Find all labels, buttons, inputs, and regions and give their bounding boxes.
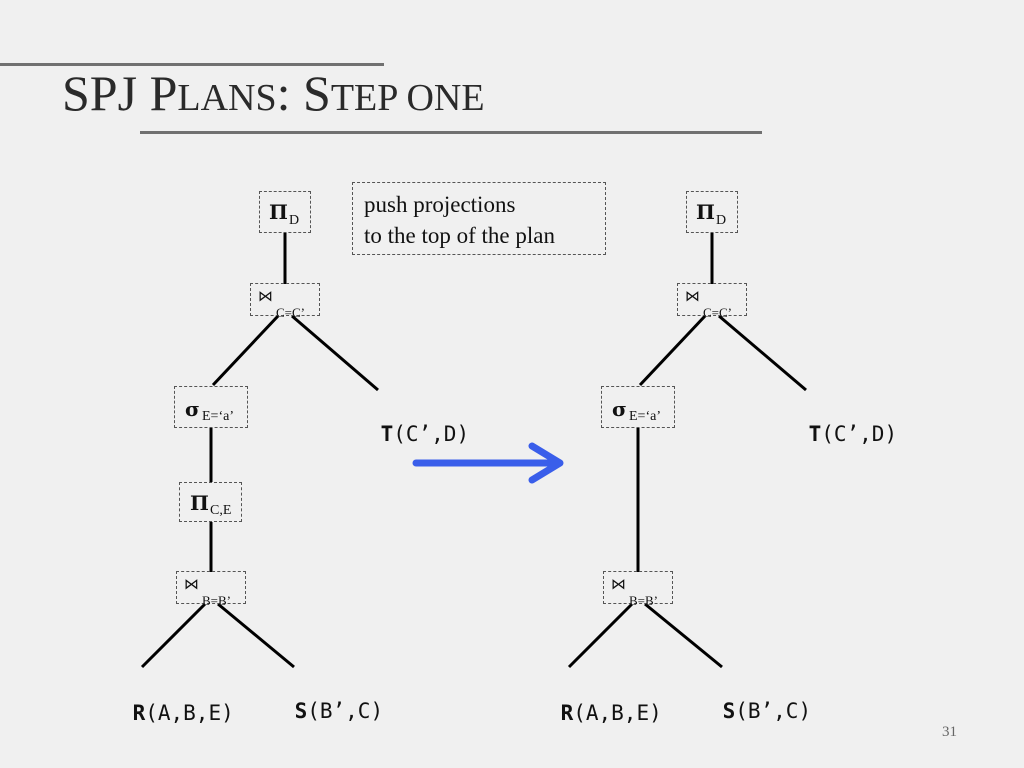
right-arrow-icon [412,442,564,484]
join-symbol: ⋈ [685,287,700,305]
title-part2-cap: : S [276,65,331,121]
left-edge-join-s [217,602,295,669]
relation-name: T [380,422,394,446]
sigma-symbol: σ [612,397,627,421]
relation-name: R [132,701,146,725]
title-part2-smallcaps: TEP ONE [330,77,485,119]
relation-name: T [808,422,822,446]
selection-condition: E=‘a’ [629,409,661,424]
join-condition: B=B’ [202,593,232,608]
relation-name: S [722,699,736,723]
left-edge-join-t [291,314,379,392]
pi-symbol: Π [190,491,209,515]
left-edge-join-sigma [211,314,280,387]
left-relation-r: R(A,B,E) [82,677,234,749]
right-relation-r: R(A,B,E) [510,677,662,749]
right-edge-join-t [718,314,807,392]
pi-symbol: Π [696,200,715,224]
right-relation-s: S(B’,C) [672,675,812,747]
left-edge-join-r [140,602,207,669]
top-rule [0,63,384,66]
left-relation-t: T(C’,D) [330,398,470,470]
relation-name: R [560,701,574,725]
relation-attrs: (A,B,E) [145,701,234,725]
left-top-projection-node: Π D [259,191,311,233]
right-top-join-node: ⋈ C=C’ [677,283,747,320]
relation-attrs: (B’,C) [735,699,812,723]
relation-attrs: (C’,D) [393,422,470,446]
right-edge-join-s [644,602,723,669]
projection-attr: D [716,213,727,228]
left-relation-s: S(B’,C) [244,675,384,747]
title-part1-smallcaps: LANS [177,77,277,119]
projection-attr: D [289,213,300,228]
selection-condition: E=‘a’ [202,409,234,424]
left-mid-projection-node: Π C,E [179,482,242,522]
right-top-projection-node: Π D [686,191,738,233]
relation-attrs: (A,B,E) [573,701,662,725]
page-number: 31 [942,724,957,740]
note-line-2: to the top of the plan [364,223,555,248]
join-symbol: ⋈ [611,575,626,593]
projection-attrs: C,E [210,503,232,518]
sigma-symbol: σ [185,397,200,421]
relation-attrs: (B’,C) [307,699,384,723]
slide-title: SPJ PLANS: STEP ONE [62,68,485,118]
join-condition: B=B’ [629,593,659,608]
pi-symbol: Π [269,200,288,224]
join-symbol: ⋈ [258,287,273,305]
right-edge-join-r [567,602,634,669]
join-condition: C=C’ [703,305,733,320]
annotation-note: push projections to the top of the plan [352,182,606,255]
right-relation-t: T(C’,D) [758,398,898,470]
join-condition: C=C’ [276,305,306,320]
left-selection-node: σ E=‘a’ [174,386,248,428]
left-top-join-node: ⋈ C=C’ [250,283,320,320]
relation-attrs: (C’,D) [821,422,898,446]
title-underline [140,131,762,134]
left-bottom-join-node: ⋈ B=B’ [176,571,246,608]
note-line-1: push projections [364,192,516,217]
right-edge-join-sigma [638,314,707,387]
relation-name: S [294,699,308,723]
right-selection-node: σ E=‘a’ [601,386,675,428]
join-symbol: ⋈ [184,575,199,593]
title-part1-cap: SPJ P [62,65,178,121]
right-bottom-join-node: ⋈ B=B’ [603,571,673,608]
